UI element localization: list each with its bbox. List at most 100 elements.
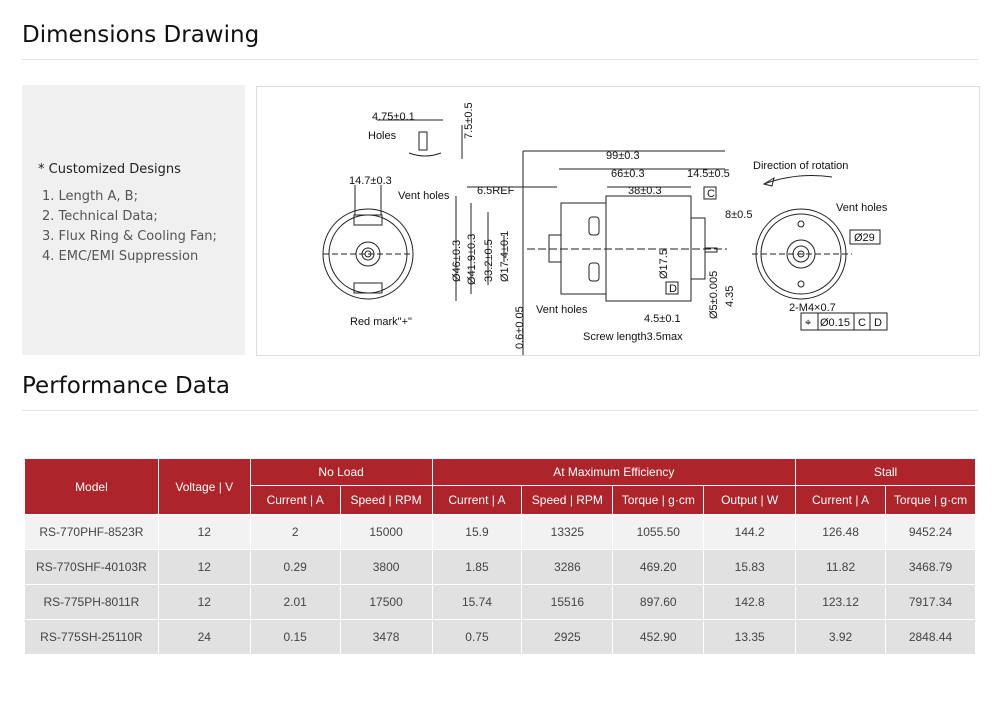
table-cell: 2.01 (249, 584, 341, 620)
subheader: Speed | RPM (339, 485, 433, 515)
table-cell: 2848.44 (885, 619, 976, 655)
drawing-label: Direction of rotation (753, 160, 848, 172)
list-item: 4. EMC/EMI Suppression (42, 249, 199, 264)
subheader: Current | A (795, 485, 887, 515)
list-item: 1. Length A, B; (42, 189, 138, 204)
performance-title: Performance Data (22, 373, 230, 399)
table-cell: 452.90 (612, 619, 705, 655)
drawing-label: C (858, 317, 866, 329)
table-cell: 142.8 (703, 584, 797, 620)
performance-table: Model Voltage | V No Load At Maximum Eff… (24, 458, 976, 655)
position-tolerance-icon: ⌖ (805, 317, 811, 329)
drawing-label: 4.5±0.1 (644, 313, 681, 325)
motor-end-view-left (322, 185, 414, 300)
table-cell: 15.9 (431, 514, 523, 550)
drawing-label: 8±0.5 (725, 209, 752, 221)
table-cell: 2 (249, 514, 341, 550)
drawing-label: Ø5±0.005 (708, 271, 720, 319)
drawing-label: 38±0.3 (628, 185, 662, 197)
table-cell: 123.12 (795, 584, 887, 620)
table-cell: 1055.50 (612, 514, 705, 550)
table-cell: 2925 (521, 619, 614, 655)
table-cell: 13325 (521, 514, 614, 550)
table-cell: 897.60 (612, 584, 705, 620)
customized-designs-panel: * Customized Designs 1. Length A, B; 2. … (22, 85, 245, 355)
drawing-label: 14.5±0.5 (687, 168, 730, 180)
drawing-label: 33.2±0.5 (483, 239, 495, 282)
table-cell: 7917.34 (885, 584, 976, 620)
motor-end-view-right (665, 175, 888, 331)
header-stall: Stall (795, 458, 976, 486)
table-cell: 3478 (339, 619, 433, 655)
table-cell: 3.92 (795, 619, 887, 655)
table-cell: 0.29 (249, 549, 341, 585)
custom-list: 1. Length A, B; 2. Technical Data; 3. Fl… (42, 187, 217, 267)
table-cell: 126.48 (795, 514, 887, 550)
table-cell: 12 (157, 514, 251, 550)
subheader: Torque | g·cm (885, 485, 976, 515)
table-cell: 24 (157, 619, 251, 655)
table-cell: 13.35 (703, 619, 797, 655)
table-cell: 12 (157, 549, 251, 585)
drawing-label: Vent holes (836, 202, 888, 214)
model-cell: RS-775SH-25110R (24, 619, 159, 655)
table-cell: 0.15 (249, 619, 341, 655)
drawing-label: 4.75±0.1 (372, 111, 415, 123)
drawing-label: 7.5±0.5 (463, 102, 475, 139)
drawing-label: Screw length3.5max (583, 331, 683, 343)
list-item: 2. Technical Data; (42, 209, 158, 224)
drawing-label: Holes (368, 130, 397, 142)
motor-side-view (455, 150, 727, 355)
subheader: Output | W (703, 485, 797, 515)
drawing-label: 14.7±0.3 (349, 175, 392, 187)
table-cell: 144.2 (703, 514, 797, 550)
drawing-label: Red mark"+" (350, 316, 412, 328)
header-voltage: Voltage | V (157, 458, 251, 515)
subheader: Speed | RPM (521, 485, 614, 515)
table-cell: 0.75 (431, 619, 523, 655)
table-cell: 11.82 (795, 549, 887, 585)
table-cell: 9452.24 (885, 514, 976, 550)
table-cell: 3468.79 (885, 549, 976, 585)
table-cell: 3286 (521, 549, 614, 585)
table-cell: 15.83 (703, 549, 797, 585)
custom-title: * Customized Designs (38, 162, 181, 177)
drawing-label: Ø17.5 (658, 249, 670, 279)
model-cell: RS-770SHF-40103R (24, 549, 159, 585)
table-cell: 15.74 (431, 584, 523, 620)
drawing-label: 2-M4×0.7 (789, 302, 836, 314)
drawing-label: 4.35 (724, 286, 736, 307)
table-cell: 12 (157, 584, 251, 620)
drawing-label: D (874, 317, 882, 329)
header-model: Model (24, 458, 159, 515)
subheader: Current | A (249, 485, 341, 515)
header-max-efficiency: At Maximum Efficiency (431, 458, 797, 486)
table-cell: 469.20 (612, 549, 705, 585)
model-cell: RS-770PHF-8523R (24, 514, 159, 550)
subheader: Current | A (431, 485, 523, 515)
dimensions-title: Dimensions Drawing (22, 22, 260, 48)
table-cell: 15000 (339, 514, 433, 550)
table-cell: 3800 (339, 549, 433, 585)
drawing-label: Ø46±0.3 (451, 240, 463, 282)
list-item: 3. Flux Ring & Cooling Fan; (42, 229, 217, 244)
divider (22, 59, 978, 60)
drawing-label: Ø29 (854, 232, 875, 244)
drawing-label: 0.6±0.05 (514, 306, 526, 349)
drawing-label: Vent holes (398, 190, 450, 202)
dimensions-drawing: 4.75±0.1 7.5±0.5 Holes 99±0.3 66±0.3 14.… (256, 86, 980, 356)
divider (22, 410, 978, 411)
subheader: Torque | g·cm (612, 485, 705, 515)
drawing-label: 6.5REF (477, 185, 515, 197)
table-cell: 15516 (521, 584, 614, 620)
table-cell: 1.85 (431, 549, 523, 585)
drawing-label: 66±0.3 (611, 168, 645, 180)
drawing-label: Ø41.9±0.3 (466, 234, 478, 285)
model-cell: RS-775PH-8011R (24, 584, 159, 620)
drawing-label: Vent holes (536, 304, 588, 316)
drawing-label: 99±0.3 (606, 150, 640, 162)
